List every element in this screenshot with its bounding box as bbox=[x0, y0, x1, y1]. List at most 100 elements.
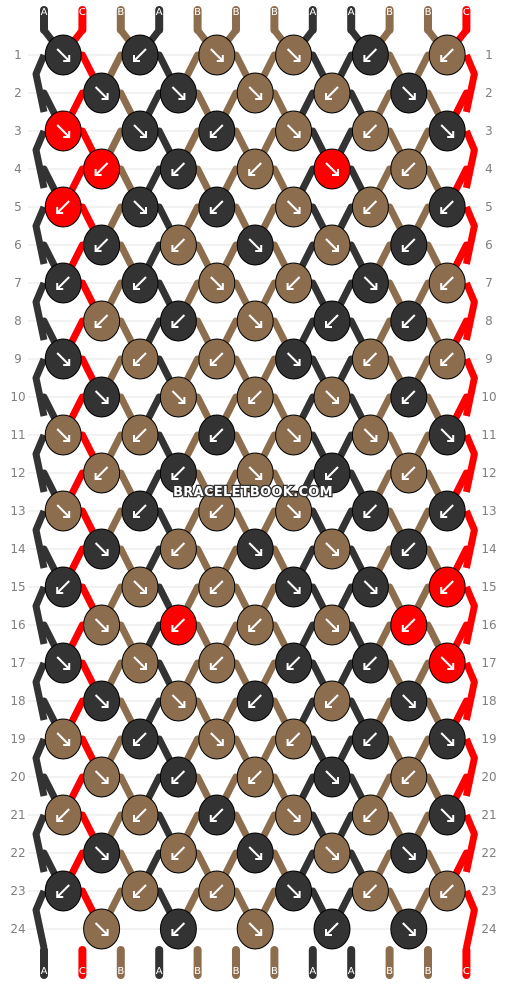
row-label-right: 19 bbox=[481, 732, 496, 746]
strand-label-top: B bbox=[271, 7, 278, 18]
knot-arrow bbox=[210, 884, 224, 898]
knot-arrow bbox=[171, 922, 186, 936]
strand-label-top: A bbox=[309, 7, 316, 18]
knot-arrow bbox=[248, 314, 262, 328]
knot-arrow bbox=[363, 428, 378, 442]
knot-arrow bbox=[171, 846, 186, 860]
knot-arrowhead bbox=[293, 359, 301, 366]
knot-arrowhead bbox=[440, 511, 448, 518]
knot-arrowhead bbox=[94, 169, 102, 176]
knot-arrowhead bbox=[63, 663, 71, 670]
knot-arrowhead bbox=[293, 511, 301, 518]
knot-arrowhead bbox=[255, 245, 263, 252]
knot-arrowhead bbox=[408, 929, 416, 936]
knot-arrow bbox=[325, 390, 339, 404]
knot-arrow bbox=[248, 770, 262, 784]
knot-arrowhead bbox=[363, 663, 371, 670]
knot-arrow bbox=[286, 656, 301, 670]
row-label-right: 14 bbox=[481, 542, 496, 556]
thread-edge-segment bbox=[32, 357, 48, 417]
knot-arrow bbox=[286, 428, 301, 442]
knot-arrow bbox=[171, 542, 186, 556]
knot-arrowhead bbox=[440, 55, 448, 62]
strand-label-bottom: B bbox=[117, 966, 124, 977]
knot-arrow bbox=[94, 86, 109, 100]
knot-arrowhead bbox=[178, 701, 186, 708]
knot-arrow bbox=[94, 542, 109, 556]
knot-arrowhead bbox=[255, 929, 263, 936]
knot-arrow bbox=[248, 162, 262, 176]
knot-arrowhead bbox=[171, 625, 179, 632]
knot-arrowhead bbox=[56, 587, 64, 594]
row-label-right: 16 bbox=[481, 618, 496, 632]
knot-arrow bbox=[133, 48, 147, 62]
thread-edge-segment bbox=[32, 813, 48, 873]
knot-arrowhead bbox=[140, 663, 147, 670]
knot-arrowhead bbox=[332, 397, 339, 404]
knot-arrow bbox=[133, 580, 147, 594]
row-label-right: 3 bbox=[485, 124, 493, 138]
row-label-left: 15 bbox=[10, 580, 25, 594]
row-label-left: 20 bbox=[10, 770, 25, 784]
knot-arrow bbox=[363, 732, 378, 746]
knot-arrow bbox=[56, 124, 70, 138]
thread-edge-segment bbox=[462, 889, 478, 949]
knot-arrow bbox=[402, 238, 416, 252]
thread-edge-segment bbox=[32, 509, 48, 569]
knot-arrow bbox=[402, 466, 416, 480]
row-label-right: 20 bbox=[481, 770, 496, 784]
row-label-left: 18 bbox=[10, 694, 25, 708]
knot-arrow bbox=[248, 618, 262, 632]
knot-arrowhead bbox=[332, 625, 339, 632]
knot-arrowhead bbox=[209, 663, 217, 670]
knot-arrow bbox=[210, 276, 224, 290]
knot-arrow bbox=[363, 352, 378, 366]
knot-arrow bbox=[286, 352, 301, 366]
row-label-right: 4 bbox=[485, 162, 493, 176]
knot-arrow bbox=[171, 314, 186, 328]
knot-arrow bbox=[210, 428, 224, 442]
knot-arrowhead bbox=[370, 587, 378, 594]
knot-arrowhead bbox=[133, 435, 140, 442]
knot-arrow bbox=[171, 618, 186, 632]
knot-arrow bbox=[94, 314, 109, 328]
row-label-right: 23 bbox=[481, 884, 496, 898]
knot-arrow bbox=[440, 656, 454, 670]
knot-arrow bbox=[440, 48, 454, 62]
thread-edge-segment bbox=[32, 585, 48, 645]
knot-arrowhead bbox=[140, 587, 147, 594]
strand-label-bottom: A bbox=[348, 966, 355, 977]
knot-arrow bbox=[56, 580, 70, 594]
knot-arrowhead bbox=[332, 777, 339, 784]
knot-arrow bbox=[286, 808, 301, 822]
knot-arrowhead bbox=[293, 587, 301, 594]
strand-label-top: A bbox=[156, 7, 163, 18]
thread-edge-segment bbox=[462, 205, 478, 265]
thread-edge-segment bbox=[462, 357, 478, 417]
knot-arrowhead bbox=[101, 397, 109, 404]
knot-arrowhead bbox=[171, 245, 179, 252]
knot-arrowhead bbox=[363, 739, 371, 746]
knot-arrow bbox=[133, 352, 147, 366]
knot-arrow bbox=[286, 48, 301, 62]
row-label-right: 10 bbox=[481, 390, 496, 404]
knot-arrow bbox=[56, 732, 70, 746]
knot-arrow bbox=[171, 770, 186, 784]
knot-arrow bbox=[210, 124, 224, 138]
knot-arrow bbox=[210, 48, 224, 62]
row-label-right: 24 bbox=[481, 922, 496, 936]
knot-arrowhead bbox=[101, 929, 109, 936]
knot-arrow bbox=[440, 884, 454, 898]
knot-arrowhead bbox=[255, 473, 263, 480]
knot-arrowhead bbox=[370, 435, 378, 442]
row-label-right: 21 bbox=[481, 808, 496, 822]
knot-arrowhead bbox=[101, 625, 109, 632]
knot-arrow bbox=[325, 466, 339, 480]
knot-arrowhead bbox=[209, 815, 217, 822]
row-label-right: 11 bbox=[481, 428, 496, 442]
row-label-left: 1 bbox=[14, 48, 22, 62]
knot-arrowhead bbox=[171, 473, 179, 480]
knot-arrow bbox=[94, 162, 109, 176]
knot-arrow bbox=[133, 200, 147, 214]
